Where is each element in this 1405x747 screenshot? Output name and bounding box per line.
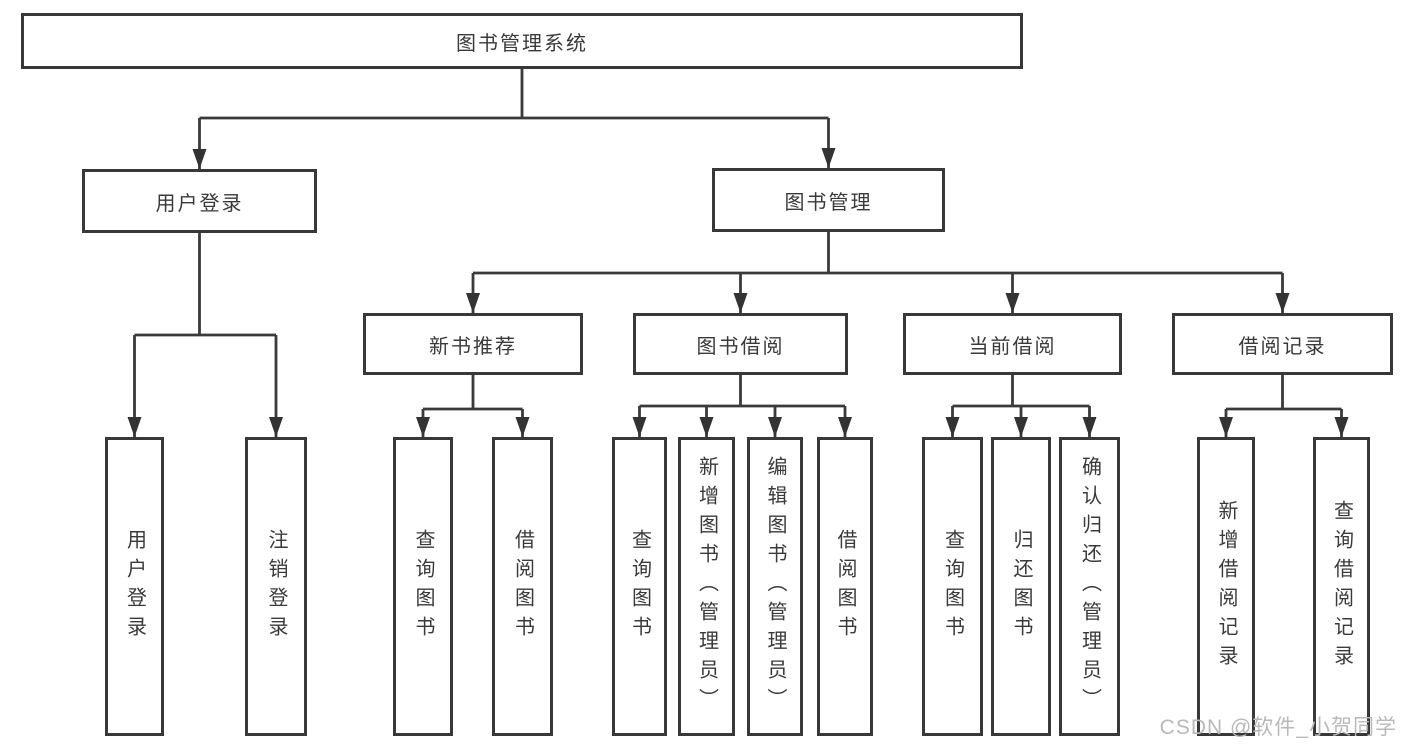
leaf-confirm-return-admin: 确认归还（管理员） (1059, 437, 1120, 736)
node-current-borrowing: 当前借阅 (903, 313, 1122, 375)
leaf-borrow-books-recommend: 借阅图书 (492, 437, 553, 736)
node-label: 查询图书 (941, 528, 964, 645)
node-book-borrowing: 图书借阅 (633, 313, 848, 375)
node-book-management: 图书管理 (712, 168, 945, 232)
node-label: 注销登录 (265, 528, 287, 645)
leaf-add-book-admin: 新增图书（管理员） (678, 437, 735, 736)
leaf-add-borrow-record: 新增借阅记录 (1197, 437, 1255, 736)
leaf-query-books-recommend: 查询图书 (393, 437, 453, 736)
node-label: 确认归还（管理员） (1078, 456, 1101, 717)
node-user-login: 用户登录 (82, 169, 317, 233)
node-label: 归还图书 (1010, 528, 1032, 645)
node-label: 新增图书（管理员） (695, 456, 718, 717)
node-label: 图书借阅 (696, 335, 785, 358)
node-root-library-system: 图书管理系统 (21, 13, 1023, 69)
leaf-return-book: 归还图书 (991, 437, 1051, 736)
node-label: 当前借阅 (968, 335, 1057, 358)
node-label: 图书管理 (784, 191, 873, 214)
node-new-book-recommend: 新书推荐 (363, 313, 583, 375)
node-label: 查询图书 (412, 528, 434, 645)
leaf-borrow-books-borrowing: 借阅图书 (817, 437, 873, 736)
node-label: 借阅图书 (511, 528, 534, 645)
leaf-query-books-borrowing: 查询图书 (612, 437, 667, 736)
node-label: 查询图书 (628, 528, 651, 645)
node-label: 编辑图书（管理员） (764, 456, 786, 717)
node-label: 用户登录 (123, 528, 146, 645)
leaf-logout: 注销登录 (245, 437, 307, 736)
node-label: 新增借阅记录 (1215, 499, 1237, 674)
node-label: 用户登录 (155, 192, 244, 215)
leaf-user-login: 用户登录 (105, 437, 164, 736)
node-borrow-records: 借阅记录 (1172, 313, 1393, 375)
node-label: 新书推荐 (429, 335, 517, 358)
node-label: 借阅图书 (834, 528, 856, 645)
node-label: 查询借阅记录 (1330, 499, 1353, 674)
leaf-query-borrow-record: 查询借阅记录 (1313, 437, 1370, 736)
leaf-edit-book-admin: 编辑图书（管理员） (747, 437, 803, 736)
node-label: 图书管理系统 (456, 32, 588, 55)
node-label: 借阅记录 (1238, 335, 1327, 358)
watermark: CSDN @软件_小贺同学 (1159, 716, 1397, 739)
leaf-query-books-current: 查询图书 (922, 437, 983, 736)
